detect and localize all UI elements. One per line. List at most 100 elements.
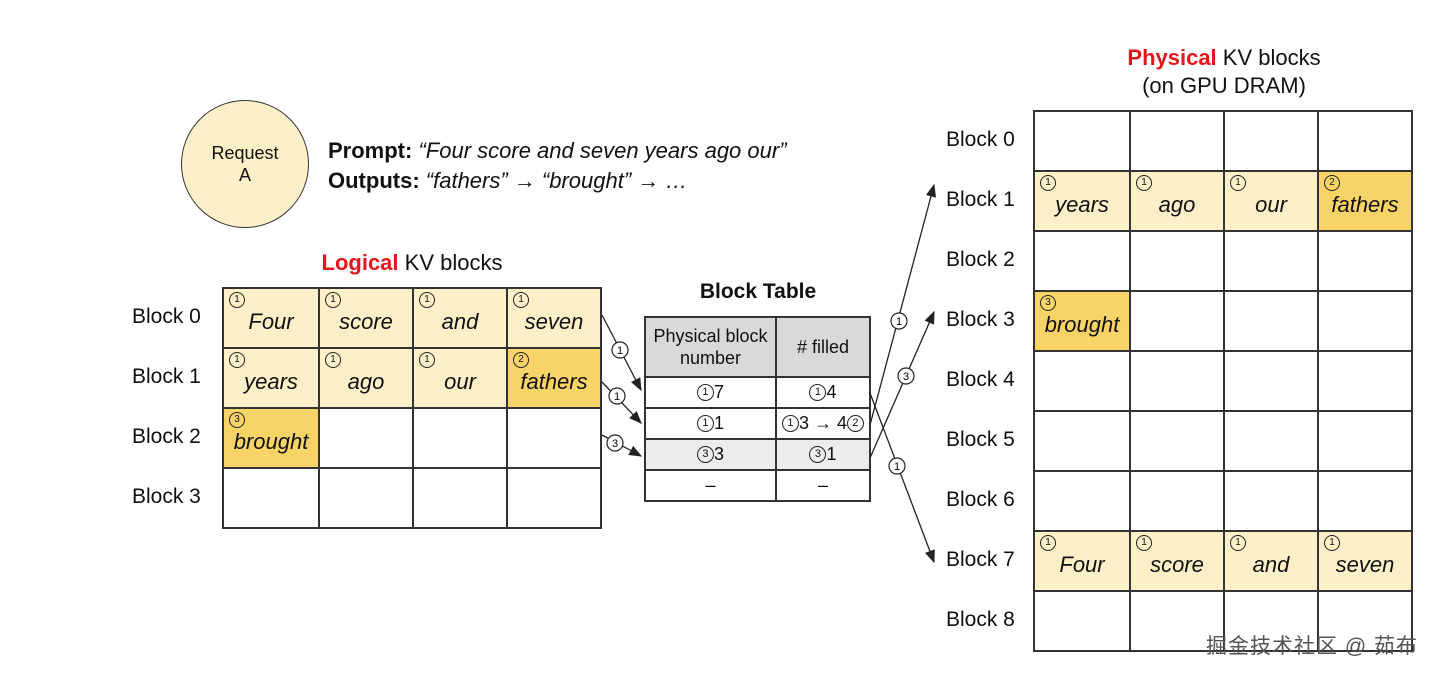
arrow-table-row0-to-physical-block7 xyxy=(869,392,935,564)
physical-block-cell: – xyxy=(644,469,777,502)
step-badge-icon: 1 xyxy=(229,352,245,368)
physical-cell xyxy=(1223,350,1319,412)
logical-title-accent: Logical xyxy=(321,250,399,275)
physical-cell xyxy=(1223,410,1319,472)
step-badge-icon: 1 xyxy=(1136,175,1152,191)
watermark: 掘金技术社区 @ 茹布 xyxy=(1206,635,1418,658)
step-badge-icon: 1 xyxy=(325,352,341,368)
token-word: ago xyxy=(1158,192,1196,217)
logical-block-label: Block 0 xyxy=(132,305,201,328)
physical-cell xyxy=(1317,230,1413,292)
token-word: brought xyxy=(1044,312,1120,337)
logical-cell xyxy=(412,467,508,529)
step-badge-icon: 3 xyxy=(696,446,714,463)
token-word: score xyxy=(1150,552,1204,577)
outputs-label: Outputs: xyxy=(328,168,420,193)
logical-cell xyxy=(318,407,414,469)
physical-title-rest: KV blocks xyxy=(1216,45,1321,70)
step-badge-icon: 1 xyxy=(513,292,529,308)
logical-cell xyxy=(318,467,414,529)
step-badge-number: 1 xyxy=(614,391,620,403)
step-badge-number: 1 xyxy=(617,345,623,357)
token-word: our xyxy=(1255,192,1287,217)
physical-cell xyxy=(1223,230,1319,292)
physical-row xyxy=(1033,110,1413,172)
step-badge-number: 3 xyxy=(903,371,909,383)
step-badge-icon: 1 xyxy=(696,384,714,401)
header-filled: # filled xyxy=(774,316,872,378)
physical-cell xyxy=(1033,230,1131,292)
step-badge-icon: 2 xyxy=(846,415,864,432)
physical-cell xyxy=(1129,230,1225,292)
physical-row xyxy=(1033,350,1413,412)
token-word: score xyxy=(339,309,393,334)
physical-cell xyxy=(1317,590,1413,652)
arrow-table-row1-to-physical-block1 xyxy=(869,183,937,426)
outputs-text: “fathers” → “brought” → … xyxy=(425,168,688,193)
logical-cell xyxy=(506,407,602,469)
step-badge-icon: 1 xyxy=(1040,535,1056,551)
physical-title-accent: Physical xyxy=(1127,45,1217,70)
physical-cell xyxy=(1223,470,1319,532)
filled-cell: – xyxy=(774,469,872,502)
physical-cell xyxy=(1129,110,1225,172)
physical-block-label: Block 3 xyxy=(946,308,1015,331)
physical-block-label: Block 7 xyxy=(946,548,1015,571)
logical-cell xyxy=(222,467,320,529)
physical-block-label: Block 4 xyxy=(946,368,1015,391)
physical-block-label: Block 6 xyxy=(946,488,1015,511)
physical-block-label: Block 8 xyxy=(946,608,1015,631)
physical-cell xyxy=(1223,590,1319,652)
token-word: years xyxy=(244,369,298,394)
token-word: our xyxy=(444,369,476,394)
physical-block-label: Block 1 xyxy=(946,188,1015,211)
block-table-row: –– xyxy=(644,469,872,502)
physical-block-label: Block 2 xyxy=(946,248,1015,271)
token-word: seven xyxy=(1335,552,1395,577)
token-word: fathers xyxy=(520,369,588,394)
physical-cell xyxy=(1317,110,1413,172)
physical-block-number: 3 xyxy=(713,444,724,464)
step-badge-icon: 2 xyxy=(513,352,529,368)
step-badge-icon: 1 xyxy=(1040,175,1056,191)
step-badge-icon: 1 xyxy=(781,415,799,432)
physical-block-number: 1 xyxy=(713,413,724,433)
logical-block-label: Block 3 xyxy=(132,485,201,508)
request-id: A xyxy=(238,165,251,185)
step-badge-icon: 1 xyxy=(809,384,827,401)
step-badge-icon: 3 xyxy=(1040,295,1056,311)
physical-cell xyxy=(1129,590,1225,652)
physical-cell xyxy=(1317,410,1413,472)
physical-cell xyxy=(1129,410,1225,472)
prompt-description: Prompt: “Four score and seven years ago … xyxy=(328,136,787,196)
arrow-table-row2-to-physical-block3 xyxy=(869,310,935,459)
step-badge-icon: 1 xyxy=(229,292,245,308)
logical-block-label: Block 1 xyxy=(132,365,201,388)
token-word: seven xyxy=(524,309,584,334)
step-badge-icon: 1 xyxy=(696,415,714,432)
physical-cell xyxy=(1033,350,1131,412)
request-a-node: Request A xyxy=(181,100,309,228)
step-badge-number: 3 xyxy=(612,438,618,450)
filled-count: 4 xyxy=(826,382,837,402)
physical-subtitle: (on GPU DRAM) xyxy=(1142,73,1306,98)
token-word: Four xyxy=(1059,552,1105,577)
